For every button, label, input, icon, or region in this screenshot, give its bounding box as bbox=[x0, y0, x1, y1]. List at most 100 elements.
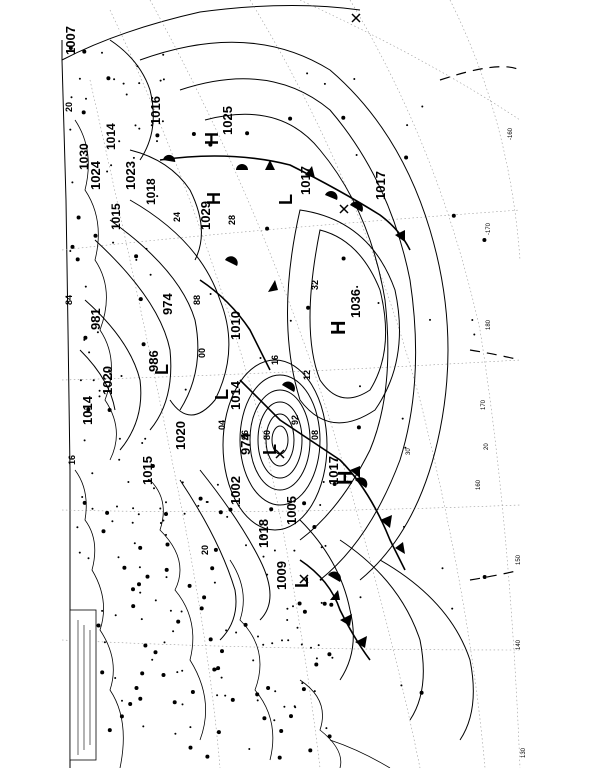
station-dot bbox=[159, 522, 162, 524]
longitude-label: -170 bbox=[486, 222, 492, 235]
station-dot bbox=[121, 699, 123, 702]
station-dot bbox=[87, 557, 90, 560]
map-border bbox=[61, 4, 361, 768]
station-dot bbox=[310, 646, 312, 649]
station-dot bbox=[292, 605, 294, 608]
station-dot bbox=[154, 599, 157, 602]
station-dot bbox=[134, 124, 137, 127]
station-dot bbox=[188, 745, 193, 750]
station-dot bbox=[315, 657, 318, 660]
station-dot bbox=[70, 244, 75, 249]
station-dot bbox=[93, 233, 98, 238]
pressure-label: 1020 bbox=[100, 366, 115, 395]
station-dot bbox=[138, 297, 143, 302]
station-dot bbox=[289, 714, 293, 719]
station-dot bbox=[79, 379, 82, 382]
low-pressure-center: L bbox=[260, 444, 280, 455]
station-dot bbox=[184, 388, 187, 391]
station-dot bbox=[119, 714, 124, 719]
legend-box bbox=[69, 609, 97, 761]
station-dot bbox=[288, 116, 293, 121]
station-dot bbox=[131, 604, 136, 609]
station-dot bbox=[106, 170, 109, 173]
isobar-value: 20 bbox=[200, 545, 210, 555]
station-dot bbox=[473, 333, 476, 336]
station-dot bbox=[84, 285, 87, 288]
cold-front-triangles bbox=[265, 160, 405, 648]
station-dot bbox=[131, 587, 135, 592]
station-dot bbox=[281, 639, 283, 642]
isobar-value: 00 bbox=[197, 348, 207, 358]
station-dot bbox=[356, 425, 361, 430]
isobar-value: 16 bbox=[270, 355, 280, 365]
station-dot bbox=[181, 703, 184, 706]
station-dot bbox=[68, 46, 73, 50]
station-dot bbox=[96, 623, 101, 628]
station-dot bbox=[128, 702, 133, 706]
station-dot bbox=[149, 273, 152, 276]
station-dot bbox=[118, 458, 121, 461]
station-dot bbox=[92, 379, 95, 382]
station-dot bbox=[111, 520, 114, 523]
station-dot bbox=[256, 699, 259, 702]
station-dot bbox=[329, 602, 334, 607]
station-dot bbox=[147, 479, 150, 481]
station-dot bbox=[174, 732, 177, 735]
station-dot bbox=[277, 755, 282, 760]
station-dot bbox=[187, 583, 192, 588]
longitude-label: 150 bbox=[516, 554, 522, 565]
station-dot bbox=[216, 483, 219, 486]
station-dot bbox=[355, 154, 358, 156]
station-dot bbox=[327, 734, 332, 739]
latitude-label: 30 bbox=[406, 448, 412, 455]
station-dot bbox=[301, 687, 306, 692]
station-dot bbox=[82, 49, 87, 54]
station-dot bbox=[235, 631, 238, 634]
station-dot bbox=[138, 566, 141, 569]
isobar-value: 04 bbox=[217, 420, 227, 430]
station-dot bbox=[245, 544, 247, 547]
station-dot bbox=[135, 258, 138, 261]
station-dot bbox=[230, 697, 235, 702]
station-dot bbox=[98, 395, 101, 398]
station-dot bbox=[136, 65, 139, 68]
station-dot bbox=[180, 610, 183, 613]
pressure-label: 1015 bbox=[109, 203, 123, 230]
station-dot bbox=[359, 596, 362, 599]
station-dot bbox=[78, 551, 81, 554]
station-dot bbox=[105, 510, 110, 515]
station-dot bbox=[228, 507, 233, 512]
station-dot bbox=[101, 51, 103, 54]
station-dot bbox=[122, 82, 125, 85]
station-dot bbox=[76, 526, 79, 529]
station-dot bbox=[403, 525, 405, 528]
longitude-label: 180 bbox=[486, 319, 492, 330]
station-dot bbox=[145, 247, 148, 250]
station-dot bbox=[265, 226, 270, 231]
station-dot bbox=[300, 643, 303, 646]
station-dot bbox=[262, 555, 265, 558]
pressure-label: 1002 bbox=[228, 476, 243, 505]
station-dot bbox=[213, 547, 218, 552]
station-dot bbox=[165, 533, 167, 536]
station-dot bbox=[118, 437, 121, 440]
station-dot bbox=[341, 115, 346, 120]
station-dot bbox=[262, 716, 267, 721]
station-dot bbox=[306, 305, 311, 310]
station-dot bbox=[108, 369, 111, 372]
station-dot bbox=[406, 124, 409, 127]
longitude-label: 130 bbox=[521, 747, 527, 758]
station-dot bbox=[451, 213, 456, 218]
station-dot bbox=[220, 676, 223, 679]
station-dot bbox=[81, 110, 86, 115]
station-dot bbox=[269, 507, 274, 512]
station-dot bbox=[76, 215, 81, 220]
station-dot bbox=[319, 578, 322, 581]
station-dot bbox=[165, 576, 168, 579]
station-dot bbox=[139, 591, 142, 594]
station-dot bbox=[261, 535, 263, 538]
station-dot bbox=[183, 512, 186, 515]
station-dot bbox=[88, 351, 91, 354]
station-dot bbox=[243, 622, 248, 627]
pressure-label: 1030 bbox=[77, 143, 91, 170]
